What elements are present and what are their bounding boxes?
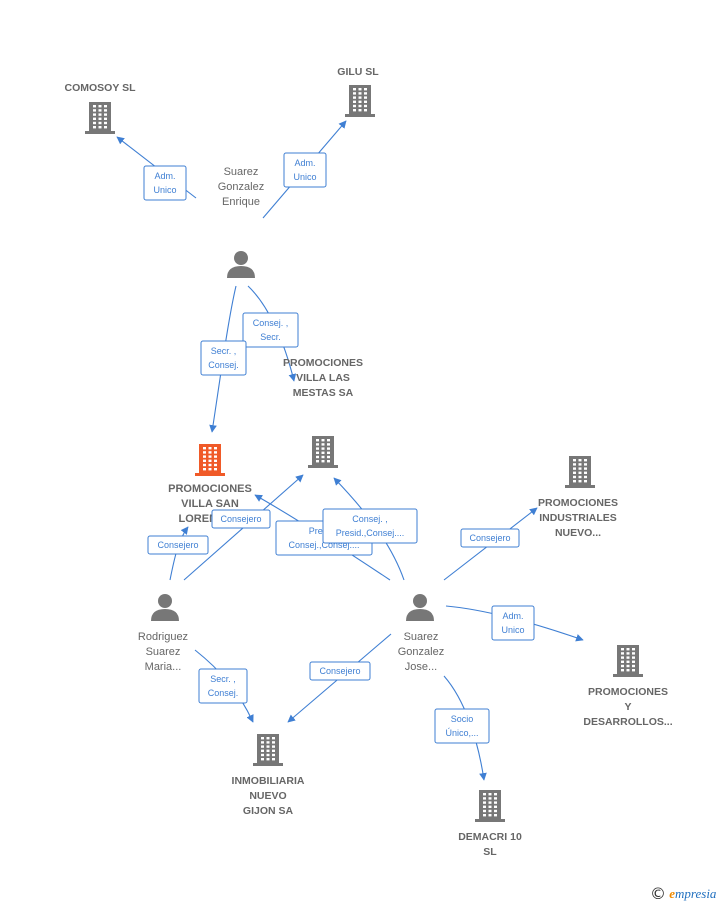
building-icon bbox=[253, 734, 283, 766]
node-label-line: Suarez bbox=[224, 166, 259, 178]
node-label-line: Rodriguez bbox=[138, 631, 188, 643]
node-label-line: INMOBILIARIA bbox=[232, 775, 305, 787]
node-label-line: DESARROLLOS... bbox=[583, 716, 672, 728]
node-label-line: INDUSTRIALES bbox=[539, 512, 617, 524]
copyright-icon: © bbox=[650, 884, 666, 903]
node-label-line: VILLA LAS bbox=[296, 372, 350, 384]
building-icon bbox=[308, 436, 338, 468]
relationship-label[interactable]: Consej. , Presid.,Consej.... bbox=[322, 508, 418, 544]
node-label-line: Jose... bbox=[405, 661, 437, 673]
person-icon bbox=[151, 594, 179, 621]
node-label-line: GIJON SA bbox=[243, 805, 294, 817]
relationship-label-text: Consejero bbox=[319, 666, 360, 676]
node-label-line: Maria... bbox=[145, 661, 182, 673]
person-icon bbox=[227, 251, 255, 278]
relationship-label-text: Consejero bbox=[469, 533, 510, 543]
building-icon bbox=[613, 645, 643, 677]
building-icon bbox=[195, 444, 225, 476]
relationship-label[interactable]: Adm. Unico bbox=[491, 605, 535, 641]
node-label-line: Enrique bbox=[222, 196, 260, 208]
company-node-mestas[interactable]: PROMOCIONES VILLA LAS MESTAS SA bbox=[283, 357, 363, 468]
relationship-label[interactable]: Secr. , Consej. bbox=[200, 340, 247, 376]
relationship-label-text: Consej. , bbox=[352, 514, 388, 524]
relationship-label-text: Secr. , bbox=[211, 346, 237, 356]
person-icon bbox=[406, 594, 434, 621]
relationship-label[interactable]: SocioÚnico,... bbox=[434, 708, 490, 744]
copyright-footer: © empresia bbox=[650, 884, 716, 903]
node-label-line: PROMOCIONES bbox=[283, 357, 363, 369]
relationship-label-text: Consej. bbox=[208, 688, 239, 698]
company-node-inmobiliaria[interactable]: INMOBILIARIA NUEVO GIJON SA bbox=[232, 734, 305, 817]
node-label-line: MESTAS SA bbox=[293, 387, 354, 399]
building-icon bbox=[85, 102, 115, 134]
building-icon bbox=[565, 456, 595, 488]
relationship-label[interactable]: Consej. , Secr. bbox=[242, 312, 299, 348]
node-label-line: VILLA SAN bbox=[181, 498, 239, 510]
node-label-line: Suarez bbox=[404, 631, 439, 643]
node-label-line: SL bbox=[483, 846, 497, 858]
relationship-label[interactable]: Secr. , Consej. bbox=[198, 668, 248, 704]
node-label-line: PROMOCIONES bbox=[588, 686, 668, 698]
brand-name: mpresia bbox=[675, 886, 717, 901]
node-label-line: Gonzalez bbox=[398, 646, 444, 658]
company-node-comosoy[interactable]: COMOSOY SL bbox=[65, 82, 137, 134]
node-label-line: NUEVO bbox=[249, 790, 286, 802]
relationship-label-text: Consej. bbox=[208, 360, 239, 370]
relationship-label-text: Consejero bbox=[220, 514, 261, 524]
node-label-line: GILU SL bbox=[337, 66, 379, 78]
building-icon bbox=[475, 790, 505, 822]
node-label-line: Suarez bbox=[146, 646, 181, 658]
node-label-line: PROMOCIONES bbox=[168, 483, 252, 495]
relationship-label-text: Presid.,Consej.... bbox=[336, 528, 405, 538]
relationship-label-text: Secr. , bbox=[210, 674, 236, 684]
relationship-label-text: Consej.,Consej.... bbox=[288, 540, 359, 550]
brand-initial: e bbox=[669, 886, 676, 901]
relationship-label-text: Adm. bbox=[154, 171, 175, 181]
company-node-gilu[interactable]: GILU SL bbox=[337, 66, 379, 117]
node-label-line: COMOSOY SL bbox=[65, 82, 137, 94]
node-label-line: Y bbox=[624, 701, 631, 713]
relationship-label[interactable]: Consejero bbox=[147, 535, 209, 555]
relationship-label-text: Unico bbox=[501, 625, 524, 635]
relationship-label-text: Unico bbox=[153, 185, 176, 195]
company-node-industriales[interactable]: PROMOCIONES INDUSTRIALES NUEVO... bbox=[538, 456, 618, 539]
relationship-label-text: Consejero bbox=[157, 540, 198, 550]
relationship-label-text: Adm. bbox=[294, 158, 315, 168]
relationship-label[interactable]: Consejero bbox=[460, 528, 520, 548]
relationship-label-text: Adm. bbox=[502, 611, 523, 621]
relationship-label[interactable]: Adm. Unico bbox=[283, 152, 327, 188]
nodes-layer: COMOSOY SL GILU SL PROMOCIONES VILLA LAS MES… bbox=[65, 66, 673, 858]
relationship-label-text: Consej. , bbox=[253, 318, 289, 328]
building-icon bbox=[345, 85, 375, 117]
relationship-label[interactable]: Adm. Unico bbox=[143, 165, 187, 201]
node-label-line: DEMACRI 10 bbox=[458, 831, 522, 843]
node-label-line: PROMOCIONES bbox=[538, 497, 618, 509]
node-label-line: Gonzalez bbox=[218, 181, 264, 193]
company-node-demacri[interactable]: DEMACRI 10 SL bbox=[458, 790, 522, 858]
company-node-desarrollos[interactable]: PROMOCIONES Y DESARROLLOS... bbox=[583, 645, 673, 728]
person-node-maria[interactable]: RodriguezSuarezMaria... bbox=[138, 594, 188, 673]
relationship-label[interactable]: Consejero bbox=[309, 661, 371, 681]
relationship-label[interactable]: Consejero bbox=[211, 509, 271, 529]
node-label-line: NUEVO... bbox=[555, 527, 601, 539]
person-node-jose[interactable]: SuarezGonzalezJose... bbox=[398, 594, 444, 673]
edges-layer bbox=[116, 120, 584, 781]
relationship-label-text: Único,... bbox=[445, 728, 478, 738]
relationship-label-text: Socio bbox=[451, 714, 474, 724]
relationship-label-text: Unico bbox=[293, 172, 316, 182]
relationship-label-text: Secr. bbox=[260, 332, 281, 342]
